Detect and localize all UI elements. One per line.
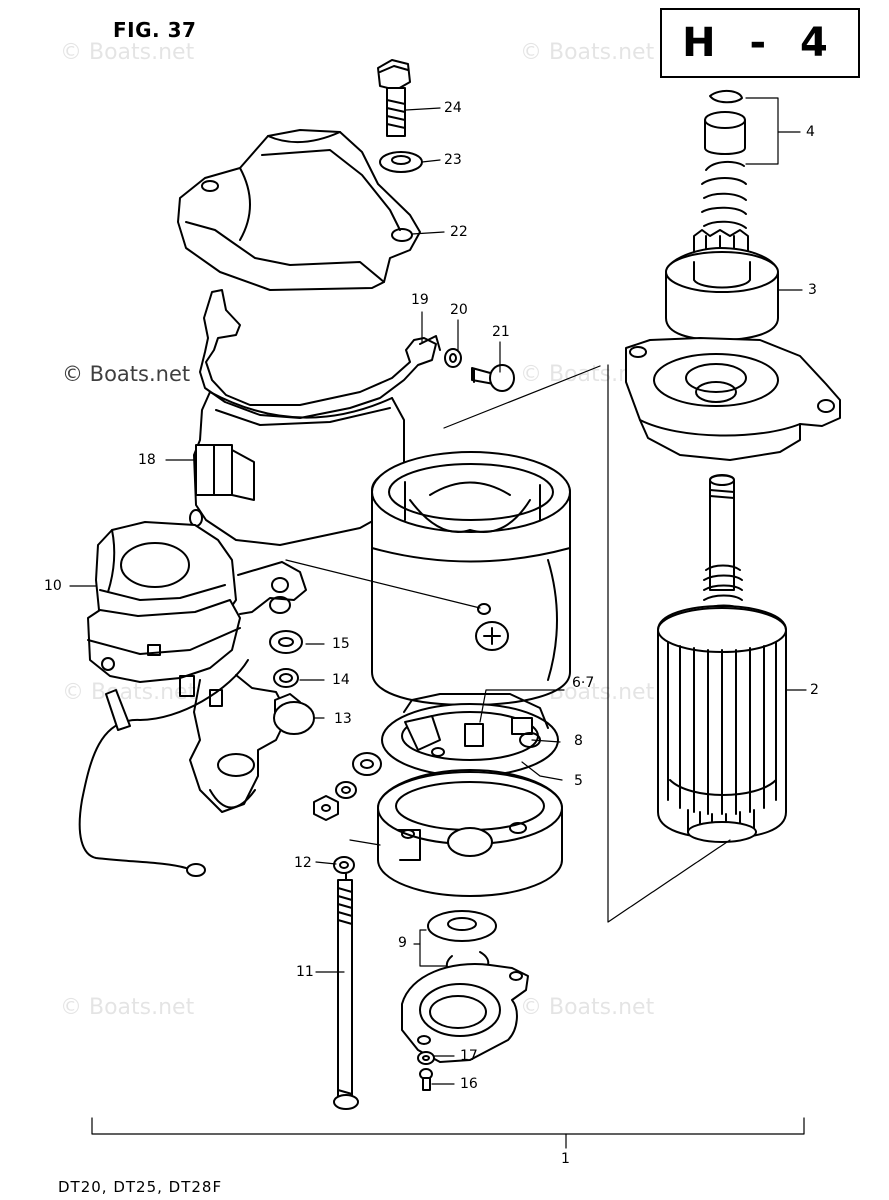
watermark: © Boats.net	[62, 362, 191, 386]
yoke	[371, 451, 571, 706]
callout-5: 5	[574, 773, 583, 789]
washer-12	[333, 856, 355, 874]
callout-4: 4	[806, 124, 815, 140]
washer-9	[427, 910, 497, 978]
leader-lines	[69, 97, 807, 1149]
lock-washer-20	[444, 348, 462, 368]
end-cap	[401, 963, 529, 1063]
terminal-cover-22	[177, 129, 421, 291]
callout-1: 1	[561, 1151, 570, 1167]
nuts-small	[313, 752, 382, 821]
stop-ring-collar-4	[701, 90, 747, 229]
solenoid-10	[78, 521, 307, 877]
watermark: © Boats.net	[520, 995, 655, 1020]
washer-17	[417, 1051, 435, 1065]
callout-6-7: 6·7	[572, 675, 595, 691]
watermark: © Boats.net	[60, 995, 195, 1020]
callout-2: 2	[810, 682, 819, 698]
brush-holder	[381, 693, 559, 777]
watermark: © Boats.net	[62, 680, 197, 705]
pinion-3	[665, 229, 779, 341]
callout-14: 14	[332, 672, 350, 688]
callout-9: 9	[398, 935, 407, 951]
callout-10: 10	[44, 578, 62, 594]
armature-2	[657, 474, 787, 843]
callout-20: 20	[450, 302, 468, 318]
figure-title: FIG. 37	[113, 18, 197, 42]
callout-24: 24	[444, 100, 462, 116]
callout-19: 19	[411, 292, 429, 308]
callout-16: 16	[460, 1076, 478, 1092]
callout-17: 17	[460, 1048, 478, 1064]
watermark: © Boats.net	[520, 40, 655, 65]
callout-18: 18	[138, 452, 156, 468]
screw-16	[419, 1068, 433, 1091]
callout-8: 8	[574, 733, 583, 749]
nut-13	[273, 693, 315, 735]
callout-12: 12	[294, 855, 312, 871]
section-box: H - 4	[660, 8, 860, 78]
washer-14	[273, 668, 299, 688]
bolt-24	[377, 59, 411, 137]
callout-13: 13	[334, 711, 352, 727]
bracket-19	[199, 289, 441, 419]
callout-15: 15	[332, 636, 350, 652]
washer-15	[269, 630, 303, 654]
applicable-models: DT20, DT25, DT28F	[58, 1178, 223, 1196]
end-housing	[377, 769, 563, 897]
callout-23: 23	[444, 152, 462, 168]
screw-21	[471, 364, 515, 392]
front-housing	[625, 337, 841, 461]
callout-3: 3	[808, 282, 817, 298]
callout-11: 11	[296, 964, 314, 980]
through-bolt-11	[333, 873, 359, 1110]
section-code: H - 4	[682, 20, 838, 66]
callout-21: 21	[492, 324, 510, 340]
washer-23	[379, 151, 423, 173]
watermark: © Boats.net	[60, 40, 195, 65]
callout-22: 22	[450, 224, 468, 240]
